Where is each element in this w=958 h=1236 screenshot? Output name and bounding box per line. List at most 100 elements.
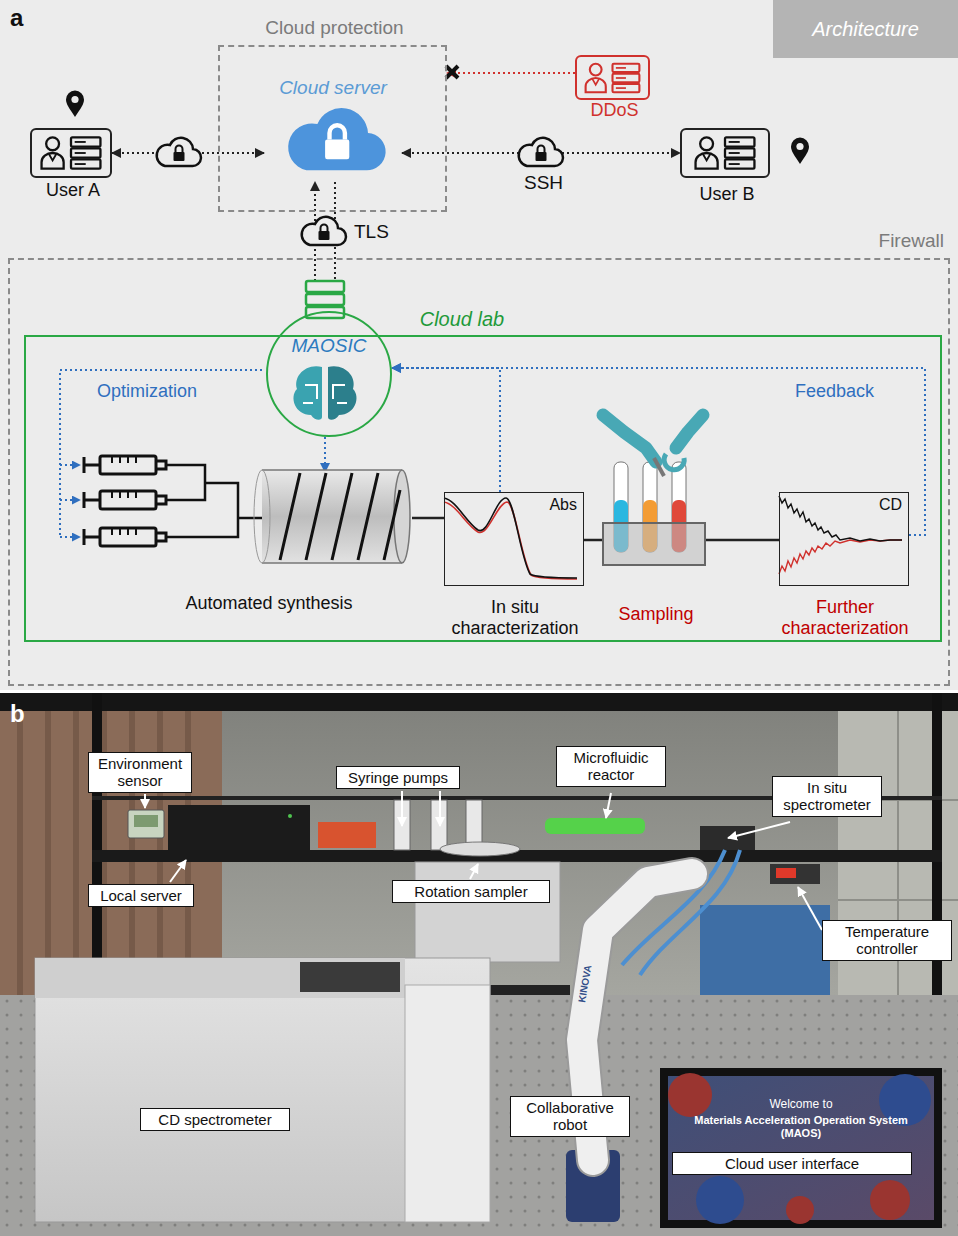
- node-label: Rotation sampler: [399, 883, 543, 900]
- blocked-mark: [446, 66, 458, 78]
- callout-box: Cloud user interface: [672, 1152, 912, 1175]
- leader-arrows: [798, 887, 822, 930]
- flow-note: Optimization: [97, 381, 197, 402]
- node-label: Microfluidic reactor: [563, 749, 659, 784]
- edge-label: TLS: [352, 221, 391, 243]
- panel-a-ground: [0, 690, 958, 693]
- shelf-devices: [440, 842, 520, 856]
- node-label: Syringe pumps: [343, 769, 453, 786]
- node-label: Temperature controller: [829, 923, 945, 958]
- monitor: [668, 1073, 712, 1117]
- lock-cloud-icons: [302, 217, 346, 245]
- leader-arrows: [170, 860, 186, 882]
- photo-text: Materials Acceleration Operation System …: [688, 1114, 914, 1139]
- optimization-lines: [60, 536, 80, 538]
- brain-icon: [303, 385, 347, 403]
- node-label: Further characterization: [755, 597, 935, 638]
- microfluidic-reactor-drawing: [262, 470, 402, 563]
- lock-cloud-icons: [519, 138, 563, 166]
- connector: [392, 368, 500, 492]
- spectrum-chart: CDFurther characterization: [779, 492, 909, 586]
- syringes: [166, 465, 262, 537]
- reactor-node: Automated synthesis: [266, 472, 412, 569]
- lab-photo-wall: [0, 693, 958, 1236]
- lab-frame: [0, 693, 958, 1003]
- user-icons: [42, 64, 809, 169]
- shelf-devices: [700, 826, 755, 850]
- cd-spectrometer-body: [405, 985, 490, 1222]
- node-label: Abs: [549, 496, 577, 514]
- attacker-box: DDoS: [575, 55, 650, 100]
- connector: [324, 437, 326, 472]
- connector: [392, 368, 925, 535]
- node-label: Firewall: [879, 230, 944, 252]
- callout-box: Rotation sampler: [392, 880, 550, 903]
- callout-box: Microfluidic reactor: [556, 746, 666, 787]
- leader-arrows: [470, 864, 478, 879]
- node-label: Local server: [95, 887, 187, 904]
- node-label: Collaborative robot: [517, 1099, 623, 1134]
- lock-cloud-icons: [157, 138, 201, 166]
- leader-arrows: [401, 791, 403, 826]
- node-label: User A: [12, 180, 134, 201]
- instruments-under-shelf: [700, 905, 830, 995]
- optimization-lines: [60, 370, 262, 537]
- optimization-lines: [60, 464, 80, 466]
- leader-arrows: [144, 794, 146, 808]
- callout-box: Local server: [88, 884, 194, 907]
- cd-spectrometer-body: [300, 962, 400, 992]
- optimization-lines: [60, 370, 262, 537]
- node-label: Cloud server: [264, 77, 402, 99]
- callout-box: Syringe pumps: [336, 766, 460, 789]
- cd-spectrometer-body: [35, 958, 405, 998]
- shelf-devices: [134, 815, 158, 827]
- node-label: Cloud lab: [362, 308, 562, 331]
- server-icon: [306, 281, 344, 292]
- shelf-devices: [545, 818, 645, 834]
- instruments-under-shelf: [415, 862, 560, 962]
- monitor: [696, 1176, 744, 1224]
- lock-cloud-icons: [288, 108, 385, 170]
- absorbance-curves: [444, 502, 577, 579]
- optimization-lines: [60, 499, 80, 501]
- syringes: [84, 456, 262, 546]
- node-label: DDoS: [557, 100, 672, 121]
- robot-arms: [603, 415, 703, 476]
- microfluidic-reactor-drawing: [254, 470, 410, 563]
- brain-icon: [293, 366, 356, 419]
- node-label: CD spectrometer: [147, 1111, 283, 1128]
- user-icons: [791, 138, 809, 165]
- connector: [706, 539, 779, 542]
- callout-box: In situ spectrometer: [772, 776, 882, 817]
- robot-arms: [664, 454, 684, 470]
- cd-curves: [779, 540, 902, 574]
- lab-frame: [0, 693, 958, 711]
- user-icons: [696, 137, 755, 168]
- node-label: In situ spectrometer: [779, 779, 875, 814]
- lab-photo-wall: [0, 693, 958, 1236]
- robot-arms: [603, 415, 656, 462]
- spectrum-chart: AbsIn situ characterization: [444, 492, 584, 586]
- monitor: [660, 1068, 942, 1228]
- flow-note: Feedback: [795, 381, 874, 402]
- shelf-devices: [288, 814, 292, 818]
- node-label: Sampling: [574, 604, 738, 625]
- cloud-server: Cloud server: [264, 74, 402, 182]
- photo-text: Welcome to: [668, 1098, 934, 1112]
- leader-arrows: [439, 791, 441, 826]
- connector: [584, 539, 602, 542]
- shelf-devices: [770, 864, 820, 884]
- microfluidic-reactor-drawing: [262, 470, 402, 563]
- shelf-devices: [128, 800, 820, 975]
- cd-spectrometer-body: [35, 958, 490, 1222]
- syringes: [84, 491, 166, 509]
- controller-circle: MAOSIC: [266, 311, 392, 437]
- lab-frame: [92, 693, 102, 1003]
- shelf-devices: [128, 810, 164, 838]
- node-label: Cloud user interface: [679, 1155, 905, 1172]
- leader-arrows: [728, 822, 790, 838]
- panel-letter: b: [10, 700, 25, 728]
- callout-box: Collaborative robot: [510, 1096, 630, 1137]
- syringes: [84, 528, 166, 546]
